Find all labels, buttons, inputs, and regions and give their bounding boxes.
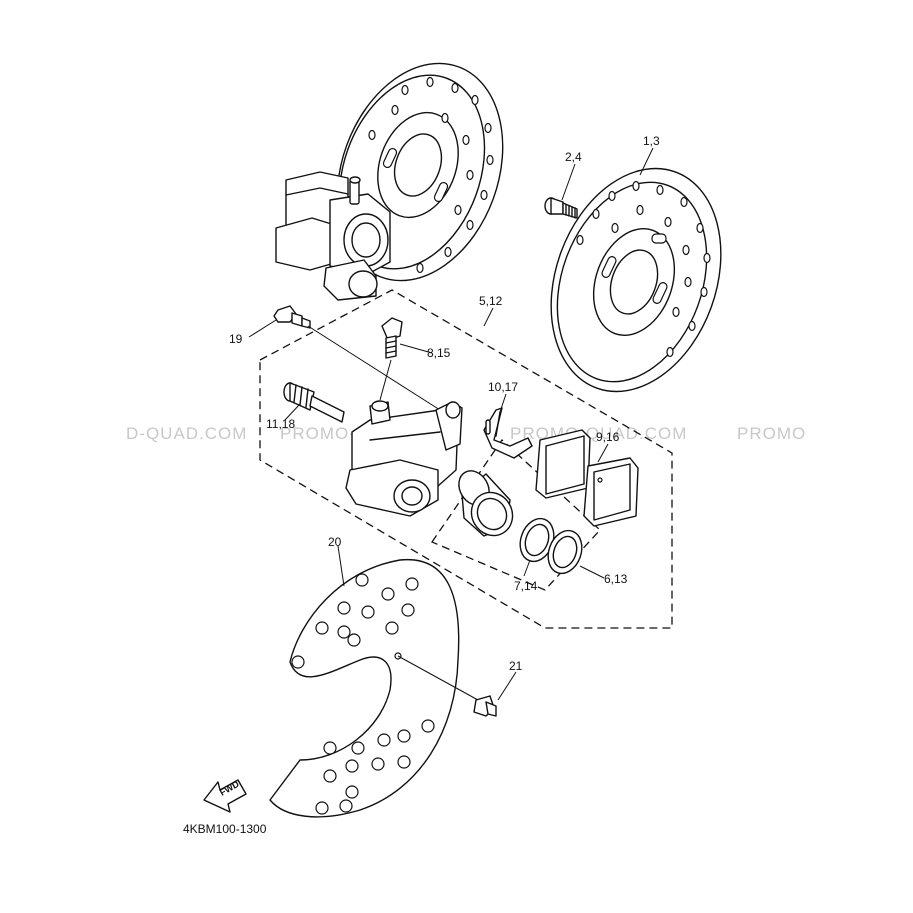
brake-disc-holes bbox=[576, 180, 711, 358]
callout-1-3: 1,3 bbox=[643, 134, 660, 148]
callout-7-14: 7,14 bbox=[514, 579, 538, 593]
watermark: D-QUAD.COM PROMO-QUAD.COM PROMO-QUAD.COM… bbox=[126, 424, 806, 443]
assembled-disc-holes bbox=[368, 76, 494, 274]
watermark-text-4: PROMO bbox=[737, 424, 806, 443]
assembled-caliper bbox=[275, 171, 391, 301]
piston-seals-part bbox=[519, 517, 583, 575]
callout-9-16: 9,16 bbox=[596, 430, 620, 444]
guard-bolt-part bbox=[397, 655, 497, 717]
callout-21: 21 bbox=[509, 659, 523, 673]
callout-2-4: 2,4 bbox=[565, 150, 582, 164]
disc-bolt-part bbox=[544, 197, 578, 219]
callout-6-13: 6,13 bbox=[604, 572, 628, 586]
callout-5-12: 5,12 bbox=[479, 294, 503, 308]
diagram-code: 4KBM100-1300 bbox=[183, 822, 267, 836]
callout-leaders bbox=[248, 147, 654, 701]
pad-spring-part bbox=[483, 407, 533, 459]
callout-20: 20 bbox=[328, 535, 342, 549]
mounting-bolt-part bbox=[273, 305, 441, 411]
callout-8-15: 8,15 bbox=[427, 346, 451, 360]
bleed-screw-part bbox=[379, 317, 403, 401]
brake-disc-part bbox=[550, 167, 722, 393]
piston-part bbox=[458, 470, 514, 537]
watermark-text-1: D-QUAD.COM bbox=[126, 424, 247, 443]
brake-pads-part bbox=[535, 429, 639, 527]
disc-guard-holes bbox=[291, 573, 435, 815]
callout-19: 19 bbox=[229, 332, 243, 346]
caliper-body-part bbox=[345, 400, 463, 517]
callout-11-18: 11,18 bbox=[266, 417, 295, 431]
slide-pin-part bbox=[283, 382, 345, 423]
fwd-arrow-icon: FWD bbox=[203, 779, 247, 813]
callout-labels: 2,4 1,3 5,12 19 8,15 10,17 11,18 9,16 20… bbox=[229, 134, 660, 673]
caliper-assembly-boundary bbox=[259, 289, 673, 629]
callout-10-17: 10,17 bbox=[488, 380, 518, 394]
disc-guard-part bbox=[269, 559, 460, 818]
